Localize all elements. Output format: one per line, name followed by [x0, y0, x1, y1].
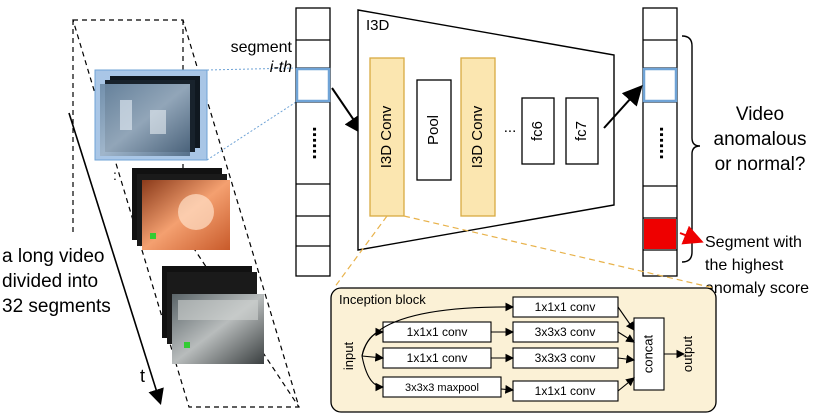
layer-fc7: fc7: [565, 97, 599, 165]
output-bracket: [681, 35, 701, 263]
network-to-output-arrow: [603, 85, 643, 129]
inception-connectors: [361, 302, 686, 394]
layer-i3d-conv-1: I3D Conv: [369, 57, 405, 217]
time-label: t: [140, 366, 145, 386]
inception-row3-maxpool: 3x3x3 maxpool: [382, 376, 502, 398]
output-column-dots: ......: [655, 126, 677, 159]
svg-text:Pool: Pool: [425, 115, 442, 145]
inception-top-conv: 1x1x1 conv: [512, 296, 619, 318]
svg-text:concat: concat: [640, 334, 655, 373]
inception-row3-conv1: 1x1x1 conv: [512, 380, 619, 402]
input-to-network-arrow: [331, 87, 365, 136]
layer-i3d-conv-2: I3D Conv: [460, 57, 496, 217]
video-caption: a long video divided into 32 segments: [2, 246, 111, 317]
svg-text:I3D Conv: I3D Conv: [378, 105, 395, 168]
output-selected-segment: [642, 67, 678, 103]
inception-row2-conv3: 3x3x3 conv: [512, 347, 619, 369]
frames-gap-dots: :: [113, 167, 117, 183]
svg-text:I3D Conv: I3D Conv: [469, 105, 486, 168]
svg-text:divided into: divided into: [2, 271, 98, 292]
input-column-dots: ......: [308, 126, 330, 159]
svg-text:Segment with: Segment with: [705, 234, 802, 251]
frame-stack-fire: [132, 168, 230, 250]
svg-text:fc7: fc7: [573, 121, 590, 141]
highest-score-segment: [644, 219, 676, 249]
frame-stack-highlighted: [94, 69, 208, 161]
segment-index-label: i-th: [270, 59, 292, 76]
svg-text:3x3x3 maxpool: 3x3x3 maxpool: [405, 382, 479, 394]
layer-ellipsis: ...: [504, 119, 517, 136]
inception-output-label: output: [680, 336, 695, 373]
selected-segment: [295, 67, 331, 103]
highest-score-caption: Segment with the highest anomaly score: [705, 234, 809, 297]
inception-row1-conv3: 3x3x3 conv: [512, 321, 619, 343]
svg-text:1x1x1 conv: 1x1x1 conv: [407, 351, 468, 365]
svg-text:3x3x3 conv: 3x3x3 conv: [535, 351, 596, 365]
layer-fc6: fc6: [521, 97, 555, 165]
inception-row1-conv1: 1x1x1 conv: [382, 321, 492, 343]
inception-row2-conv1: 1x1x1 conv: [382, 347, 492, 369]
i3d-title: I3D: [366, 17, 390, 34]
svg-text:a long video: a long video: [2, 246, 104, 267]
inception-title: Inception block: [339, 292, 426, 307]
svg-text:fc6: fc6: [529, 121, 546, 141]
video-question: Video anomalous or normal?: [714, 104, 807, 175]
svg-text:3x3x3 conv: 3x3x3 conv: [535, 325, 596, 339]
svg-text:Video: Video: [736, 104, 784, 125]
segment-label: segment: [231, 39, 293, 56]
frame-stack-street: [162, 266, 264, 364]
svg-text:anomaly score: anomaly score: [705, 280, 809, 297]
svg-text:1x1x1 conv: 1x1x1 conv: [535, 384, 596, 398]
highest-score-arrow: [679, 225, 704, 245]
time-arrow: [68, 112, 164, 406]
svg-text:or normal?: or normal?: [715, 154, 806, 175]
svg-text:1x1x1 conv: 1x1x1 conv: [407, 325, 468, 339]
inception-input-label: input: [341, 342, 356, 371]
svg-text:32 segments: 32 segments: [2, 296, 111, 317]
svg-text:1x1x1 conv: 1x1x1 conv: [535, 300, 596, 314]
inception-concat: concat: [633, 317, 665, 391]
svg-text:the highest: the highest: [705, 257, 784, 274]
svg-text:anomalous: anomalous: [714, 129, 807, 150]
layer-pool: Pool: [416, 79, 452, 181]
